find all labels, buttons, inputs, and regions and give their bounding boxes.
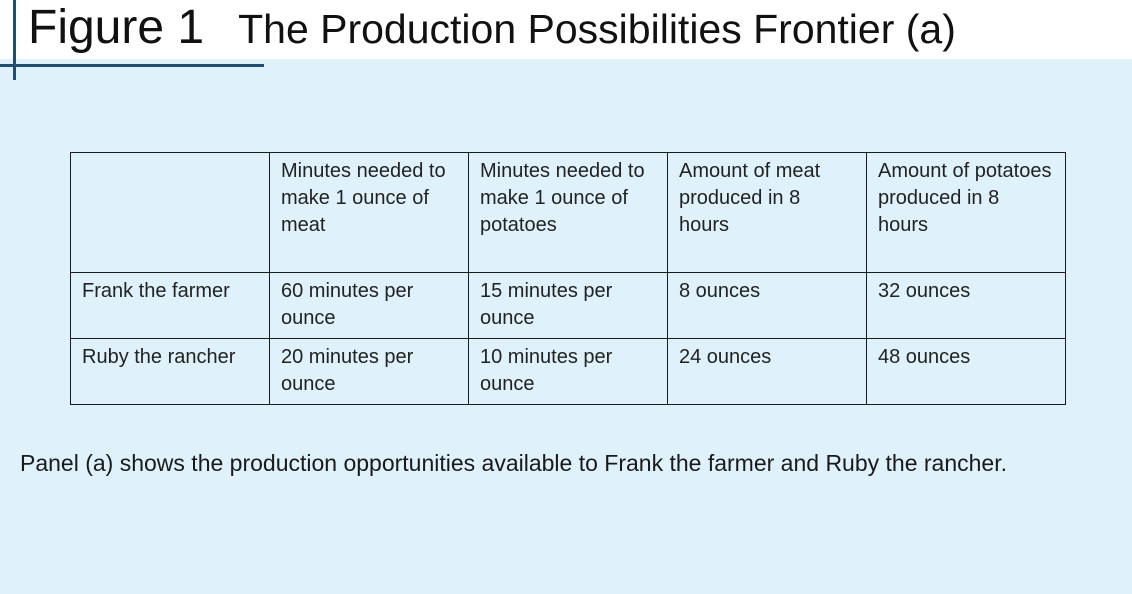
figure-title: The Production Possibilities Frontier (a… [238, 6, 956, 52]
table-cell: 24 ounces [667, 338, 867, 405]
caption-text: Panel (a) shows the production opportuni… [20, 450, 1008, 476]
figure-heading: Figure 1 The Production Possibilities Fro… [28, 0, 956, 60]
table-row: Frank the farmer 60 minutes per ounce 15… [70, 272, 1066, 339]
table-header-row: Minutes needed to make 1 ounce of meat M… [70, 152, 1066, 273]
title-accent-vertical [13, 0, 16, 80]
table-cell: 10 minutes per ounce [468, 338, 668, 405]
table-cell: 48 ounces [866, 338, 1066, 405]
figure-label: Figure 1 [28, 1, 205, 54]
table-header-cell: Minutes needed to make 1 ounce of potato… [468, 152, 668, 273]
table-cell: 15 minutes per ounce [468, 272, 668, 339]
table-cell: 8 ounces [667, 272, 867, 339]
table-row: Ruby the rancher 20 minutes per ounce 10… [70, 338, 1066, 405]
table-header-cell: Amount of potatoes produced in 8 hours [866, 152, 1066, 273]
table-header-cell: Amount of meat produced in 8 hours [667, 152, 867, 273]
table-cell: Frank the farmer [70, 272, 270, 339]
table-cell: 20 minutes per ounce [269, 338, 469, 405]
production-table: Minutes needed to make 1 ounce of meat M… [70, 152, 1066, 405]
content-panel: Minutes needed to make 1 ounce of meat M… [0, 59, 1132, 594]
table-cell: Ruby the rancher [70, 338, 270, 405]
table-cell: 32 ounces [866, 272, 1066, 339]
title-accent-underline [0, 64, 264, 67]
table-cell: 60 minutes per ounce [269, 272, 469, 339]
table-header-cell: Minutes needed to make 1 ounce of meat [269, 152, 469, 273]
table-header-cell [70, 152, 270, 273]
